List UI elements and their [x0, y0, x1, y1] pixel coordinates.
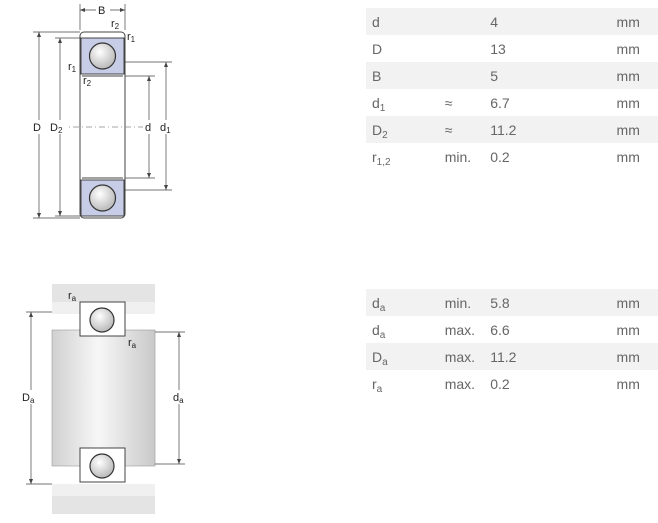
- table-row: d1 ≈ 6.7 mm: [366, 89, 658, 116]
- table-row: da max. 6.6 mm: [366, 316, 658, 343]
- value-cell: 0.2: [490, 375, 510, 392]
- table-row: r1,2 min. 0.2 mm: [366, 143, 658, 170]
- dim-label-ra-right: ra: [128, 337, 137, 350]
- qualifier-cell: [444, 62, 491, 89]
- value-cell: 5.8: [490, 289, 617, 316]
- qualifier-cell: [444, 8, 491, 35]
- abutment-dimensions-table: da min. 5.8 mm da max. 6.6 mm Da max. 11…: [366, 289, 658, 397]
- value-cell: 11.2: [490, 116, 617, 143]
- symbol-cell: r1,2: [372, 148, 391, 168]
- dim-label-Da: Da: [22, 392, 35, 405]
- value-cell: 5: [490, 62, 617, 89]
- dim-label-da: da: [173, 392, 184, 405]
- bottom-ball-mounted: [89, 453, 115, 479]
- dim-label-r1-right: r1: [127, 31, 136, 44]
- dim-label-D: D: [33, 122, 41, 134]
- dim-label-ra-top: ra: [68, 290, 77, 303]
- mounting-dimension-diagram: ra ra Da da: [0, 282, 200, 518]
- value-cell: 4: [490, 8, 617, 35]
- symbol-cell: da: [366, 289, 445, 316]
- qualifier-cell: ≈: [444, 94, 453, 111]
- table-row: Da max. 11.2 mm: [366, 343, 658, 370]
- symbol-cell: da: [372, 321, 386, 341]
- dim-label-D2: D2: [50, 122, 63, 135]
- symbol-cell: d: [366, 8, 445, 35]
- symbol-cell: d1: [372, 94, 386, 114]
- unit-cell: mm: [616, 8, 658, 35]
- value-cell: 6.7: [490, 94, 510, 111]
- dimensions-table: d 4 mm D 13 mm B 5 mm d1 ≈ 6.7 mm D2 ≈ 1…: [366, 8, 658, 170]
- value-cell: 6.6: [490, 321, 510, 338]
- unit-cell: mm: [616, 375, 640, 392]
- value-cell: 0.2: [490, 148, 510, 165]
- dim-label-r2-top: r2: [111, 18, 120, 31]
- unit-cell: mm: [616, 321, 640, 338]
- dim-label-B: B: [98, 5, 105, 17]
- unit-cell: mm: [616, 62, 658, 89]
- symbol-cell: B: [366, 62, 445, 89]
- shaft: [51, 329, 156, 467]
- symbol-cell: D: [372, 40, 383, 57]
- dim-label-r1-left: r1: [68, 61, 77, 74]
- bearing-dimension-diagram: B r2 r1 r1 r2 D D2 d d1: [0, 0, 200, 230]
- unit-cell: mm: [616, 116, 658, 143]
- qualifier-cell: max.: [444, 375, 476, 392]
- qualifier-cell: max.: [444, 343, 491, 370]
- qualifier-cell: ≈: [444, 116, 491, 143]
- symbol-cell: Da: [366, 343, 445, 370]
- unit-cell: mm: [616, 94, 640, 111]
- table-row: D 13 mm: [366, 35, 658, 62]
- top-ball-mounted: [89, 307, 115, 333]
- table-row: D2 ≈ 11.2 mm: [366, 116, 658, 143]
- unit-cell: mm: [616, 148, 640, 165]
- table-row: ra max. 0.2 mm: [366, 370, 658, 397]
- unit-cell: mm: [616, 289, 658, 316]
- qualifier-cell: min.: [444, 148, 472, 165]
- top-ball: [88, 42, 117, 70]
- qualifier-cell: min.: [444, 289, 491, 316]
- dim-label-r2-left: r2: [83, 75, 92, 88]
- table-row: B 5 mm: [366, 62, 658, 89]
- qualifier-cell: [445, 35, 491, 62]
- dim-label-d: d: [145, 122, 151, 134]
- bearing-outline: [79, 31, 126, 219]
- symbol-cell: ra: [372, 375, 383, 395]
- value-cell: 13: [490, 40, 506, 57]
- unit-cell: mm: [616, 343, 658, 370]
- value-cell: 11.2: [490, 343, 617, 370]
- qualifier-cell: max.: [444, 321, 476, 338]
- bottom-ball: [88, 184, 117, 212]
- table-row: da min. 5.8 mm: [366, 289, 658, 316]
- dim-label-d1: d1: [160, 122, 171, 135]
- symbol-cell: D2: [366, 116, 445, 143]
- unit-cell: mm: [616, 40, 640, 57]
- table-row: d 4 mm: [366, 8, 658, 35]
